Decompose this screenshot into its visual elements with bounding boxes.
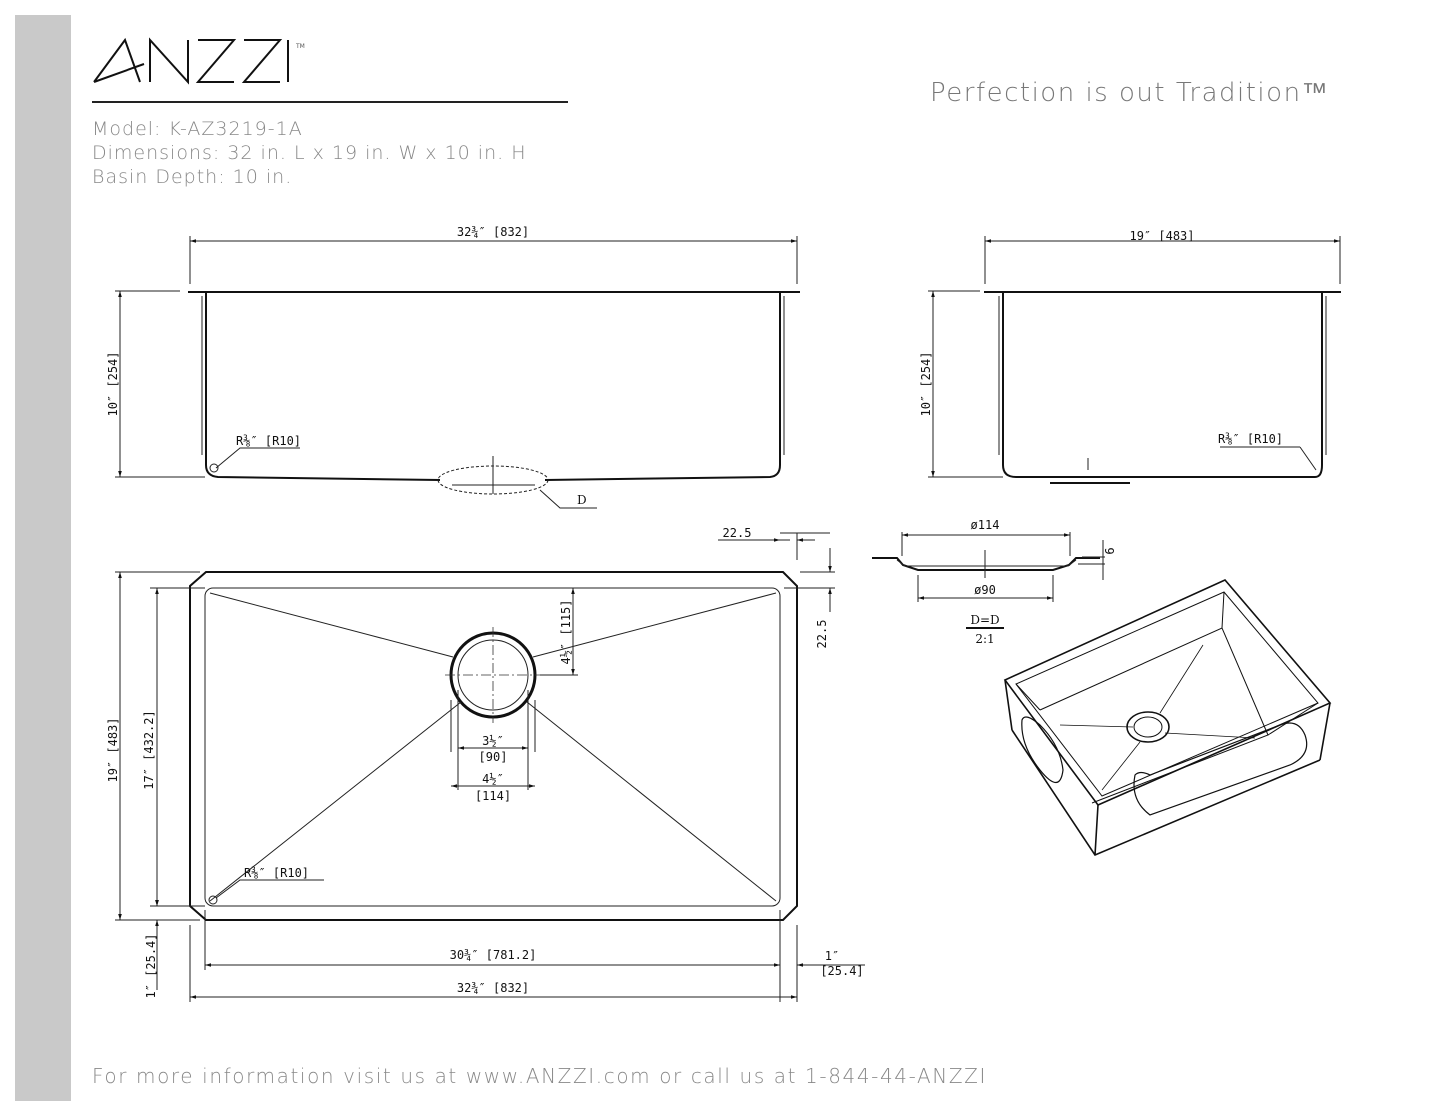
corner-offset-h-label: 22.5: [723, 526, 752, 540]
plan-view: 22.5 22.5 4½″ [115] 3½″ [90] 4½″ [114] 1…: [106, 526, 865, 1002]
overall-width-label: 19″ [483]: [106, 717, 120, 782]
front-width-label: 32¾″ [832]: [457, 225, 529, 239]
dimensions-text: Dimensions: 32 in. L x 19 in. W x 10 in.…: [92, 142, 527, 164]
header-rule: [92, 101, 568, 103]
isometric-view: [1003, 579, 1332, 856]
drain-inner-mm-label: [90]: [479, 750, 508, 764]
front-view: 32¾″ [832] 10″ [254] D R⅜″ [R10]: [106, 225, 800, 509]
side-radius-label: R⅜″ [R10]: [1218, 432, 1283, 446]
drain-depth-label: 6: [1103, 547, 1117, 554]
drain-outer-dia-label: ø114: [971, 518, 1000, 532]
side-view: 19″ [483] 10″ [254] R⅜″ [R10]: [919, 229, 1341, 484]
left-margin-bar: [15, 15, 71, 1101]
side-width-label: 19″ [483]: [1129, 229, 1194, 243]
detail-scale: 2:1: [975, 632, 994, 646]
basin-depth-text: Basin Depth: 10 in.: [92, 166, 293, 188]
svg-text:TM: TM: [295, 43, 305, 50]
side-height-label: 10″ [254]: [919, 351, 933, 416]
front-radius-label: R⅜″ [R10]: [236, 434, 301, 448]
flange-bottom-label: 1″ [25.4]: [144, 933, 158, 998]
footer-contact: For more information visit us at www.ANZ…: [92, 1064, 987, 1088]
detail-label: D=D: [970, 613, 999, 627]
anzzi-logo: TM: [92, 36, 332, 92]
model-text: Model: K-AZ3219-1A: [92, 118, 303, 140]
drain-detail: ø114 ø90 6 D=D 2:1: [872, 518, 1117, 646]
drain-outer-mm-label: [114]: [475, 789, 511, 803]
tagline: Perfection is out Tradition™: [930, 78, 1330, 108]
drain-outer-in-label: 4½″: [482, 772, 504, 786]
overall-length-label: 32¾″ [832]: [457, 981, 529, 995]
corner-offset-v-label: 22.5: [815, 620, 829, 649]
detail-d-label: D: [577, 493, 587, 507]
flange-right-mm-label: [25.4]: [820, 964, 863, 978]
drain-offset-label: 4½″ [115]: [559, 599, 573, 664]
front-height-label: 10″ [254]: [106, 351, 120, 416]
drain-inner-in-label: 3½″: [482, 734, 504, 748]
inner-width-label: 17″ [432.2]: [142, 710, 156, 789]
flange-right-in-label: 1″: [825, 949, 839, 963]
inner-length-label: 30¾″ [781.2]: [450, 948, 537, 962]
plan-radius-label: R⅜″ [R10]: [244, 866, 309, 880]
drain-inner-dia-label: ø90: [974, 583, 996, 597]
